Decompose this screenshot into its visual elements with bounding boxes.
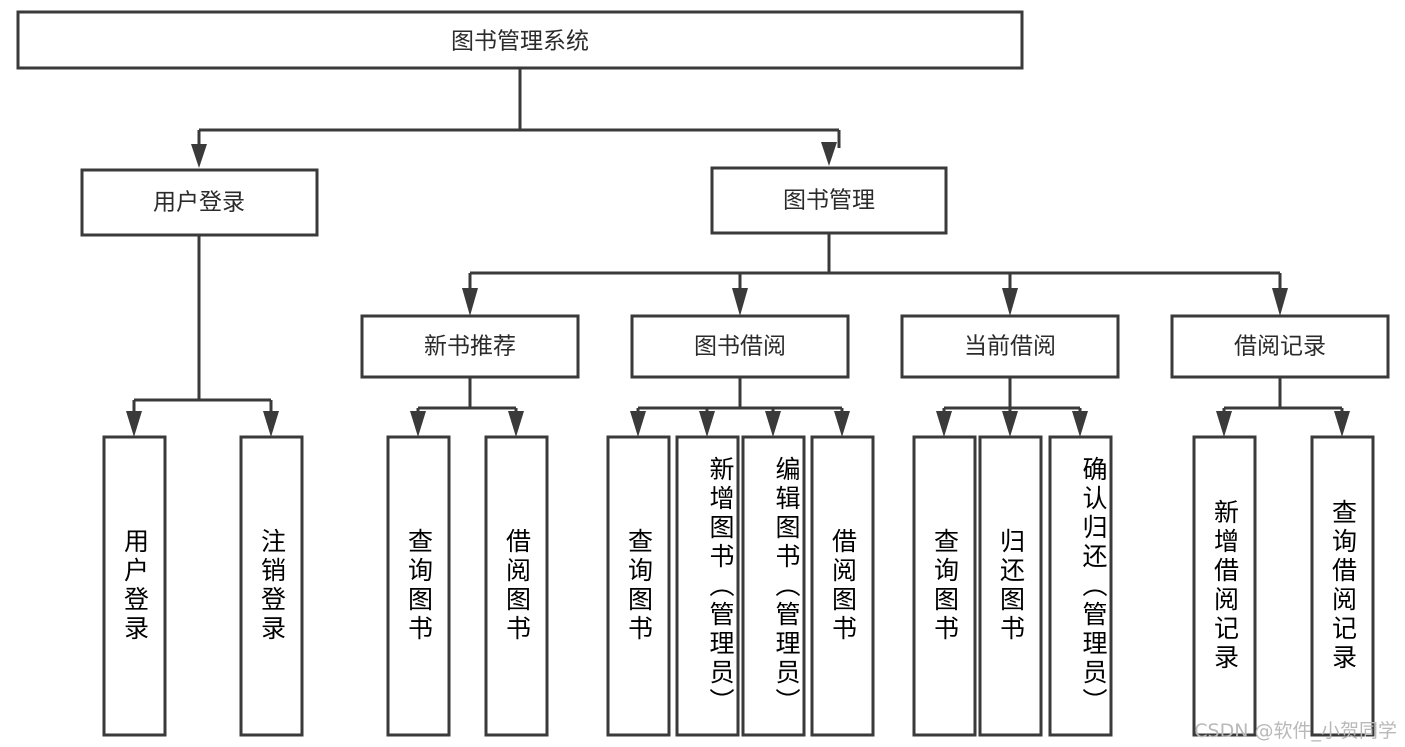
leaf-label-edit-book-admin: 编辑图书（管理员） xyxy=(772,455,801,717)
leaf-label-query-book-3: 查询图书 xyxy=(930,528,960,644)
leaf-label-add-borrow-record: 新增借阅记录 xyxy=(1210,499,1240,673)
arrow-head-icon xyxy=(1002,411,1018,437)
arrow-head-icon xyxy=(410,411,426,437)
connector-userlogin-to-leaves xyxy=(126,235,279,437)
leaf-box-query-borrow-record[interactable] xyxy=(1310,435,1375,737)
arrow-head-icon xyxy=(126,411,142,437)
arrow-head-icon xyxy=(508,411,524,437)
node-current-borrow-label: 当前借阅 xyxy=(964,334,1056,360)
node-book-borrow-label: 图书借阅 xyxy=(694,334,786,360)
node-new-book-recommend-box xyxy=(360,314,580,379)
leaf-label-logout-login: 注销登录 xyxy=(257,528,287,644)
node-current-borrow-box xyxy=(900,314,1120,379)
node-user-login[interactable]: 用户登录 xyxy=(80,168,319,237)
node-root-label: 图书管理系统 xyxy=(451,29,589,55)
connector-bookmanage-to-level3 xyxy=(462,233,1288,316)
arrow-head-icon xyxy=(936,411,952,437)
leaf-label-confirm-return-admin: 确认归还（管理员） xyxy=(1079,455,1108,717)
arrow-head-icon xyxy=(765,411,781,437)
node-book-manage-label: 图书管理 xyxy=(783,188,875,214)
leaf-label-borrow-book-2: 借阅图书 xyxy=(828,528,858,644)
arrow-head-icon xyxy=(1216,411,1232,437)
csdn-watermark: CSDN @软件_小贺同学 xyxy=(1194,720,1397,742)
leaf-label-return-book: 归还图书 xyxy=(996,528,1026,644)
leaf-boxes xyxy=(102,435,1375,737)
leaf-label-add-book-admin: 新增图书（管理员） xyxy=(706,455,735,717)
arrow-head-icon xyxy=(699,411,715,437)
arrow-head-icon xyxy=(263,411,279,437)
leaf-label-query-book-1: 查询图书 xyxy=(404,528,434,644)
node-new-book-recommend-label: 新书推荐 xyxy=(424,334,516,360)
arrow-head-icon xyxy=(1334,411,1350,437)
arrow-head-icon xyxy=(732,288,748,316)
node-user-login-label: 用户登录 xyxy=(153,190,245,216)
leaf-box-logout-login[interactable] xyxy=(239,435,304,737)
leaf-label-borrow-book-1: 借阅图书 xyxy=(502,528,532,644)
arrow-head-icon xyxy=(834,411,850,437)
leaf-box-query-book-2[interactable] xyxy=(606,435,671,737)
leaf-box-add-borrow-record[interactable] xyxy=(1192,435,1257,737)
leaf-label-user-login: 用户登录 xyxy=(120,528,150,644)
arrow-head-icon xyxy=(1072,411,1088,437)
node-book-borrow[interactable]: 图书借阅 xyxy=(630,314,850,379)
arrow-head-icon xyxy=(630,411,646,437)
node-current-borrow[interactable]: 当前借阅 xyxy=(900,314,1120,379)
arrow-head-icon xyxy=(821,142,837,166)
leaf-box-add-book-admin[interactable] xyxy=(675,435,740,737)
connector-currentborrow-to-leaves xyxy=(936,377,1088,437)
leaf-box-user-login[interactable] xyxy=(102,435,167,737)
connector-bookborrow-to-leaves xyxy=(630,377,850,437)
arrow-head-icon xyxy=(191,144,207,168)
connector-borrowrecord-to-leaves xyxy=(1216,377,1350,437)
leaf-box-query-book-1[interactable] xyxy=(386,435,451,737)
node-book-borrow-box xyxy=(630,314,850,379)
leaf-box-query-book-3[interactable] xyxy=(912,435,977,737)
leaf-box-return-book[interactable] xyxy=(978,435,1043,737)
node-borrow-record-label: 借阅记录 xyxy=(1234,334,1326,360)
node-book-manage[interactable]: 图书管理 xyxy=(710,166,948,235)
node-new-book-recommend[interactable]: 新书推荐 xyxy=(360,314,580,379)
leaf-box-confirm-return-admin[interactable] xyxy=(1048,435,1113,737)
node-root-system[interactable]: 图书管理系统 xyxy=(16,10,1024,70)
node-root-box xyxy=(16,10,1024,70)
arrow-head-icon xyxy=(1272,288,1288,316)
node-borrow-record[interactable]: 借阅记录 xyxy=(1170,314,1390,379)
node-book-manage-box xyxy=(710,166,948,235)
leaf-label-query-borrow-record: 查询借阅记录 xyxy=(1328,499,1358,673)
leaf-label-query-book-2: 查询图书 xyxy=(624,528,654,644)
connector-root-to-level2 xyxy=(191,68,841,168)
node-borrow-record-box xyxy=(1170,314,1390,379)
arrow-head-icon xyxy=(1002,288,1018,316)
leaf-box-borrow-book-2[interactable] xyxy=(810,435,875,737)
node-user-login-box xyxy=(80,168,319,237)
leaf-box-edit-book-admin[interactable] xyxy=(741,435,806,737)
leaf-box-borrow-book-1[interactable] xyxy=(484,435,549,737)
arrow-head-icon xyxy=(462,288,478,316)
connector-newbook-to-leaves xyxy=(410,377,524,437)
